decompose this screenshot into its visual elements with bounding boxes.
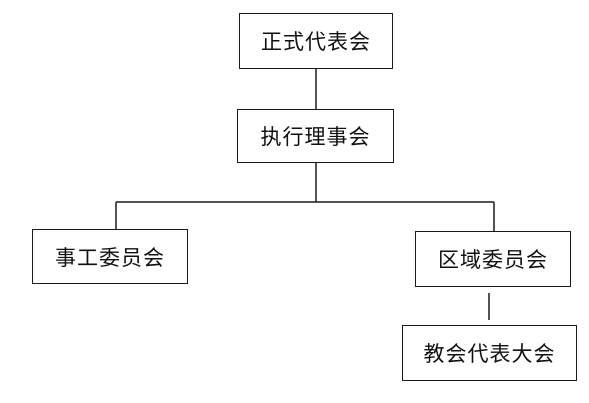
node-label: 事工委员会 xyxy=(55,245,165,270)
node-ministry-committee: 事工委员会 xyxy=(32,229,188,284)
node-regional-committee: 区域委员会 xyxy=(415,231,571,287)
node-label: 正式代表会 xyxy=(261,30,371,54)
node-formal-assembly: 正式代表会 xyxy=(239,13,393,69)
node-executive-council: 执行理事会 xyxy=(237,109,394,163)
node-label: 区域委员会 xyxy=(438,248,548,272)
node-church-assembly: 教会代表大会 xyxy=(402,325,577,381)
node-label: 执行理事会 xyxy=(260,125,371,149)
node-label: 教会代表大会 xyxy=(423,342,556,366)
